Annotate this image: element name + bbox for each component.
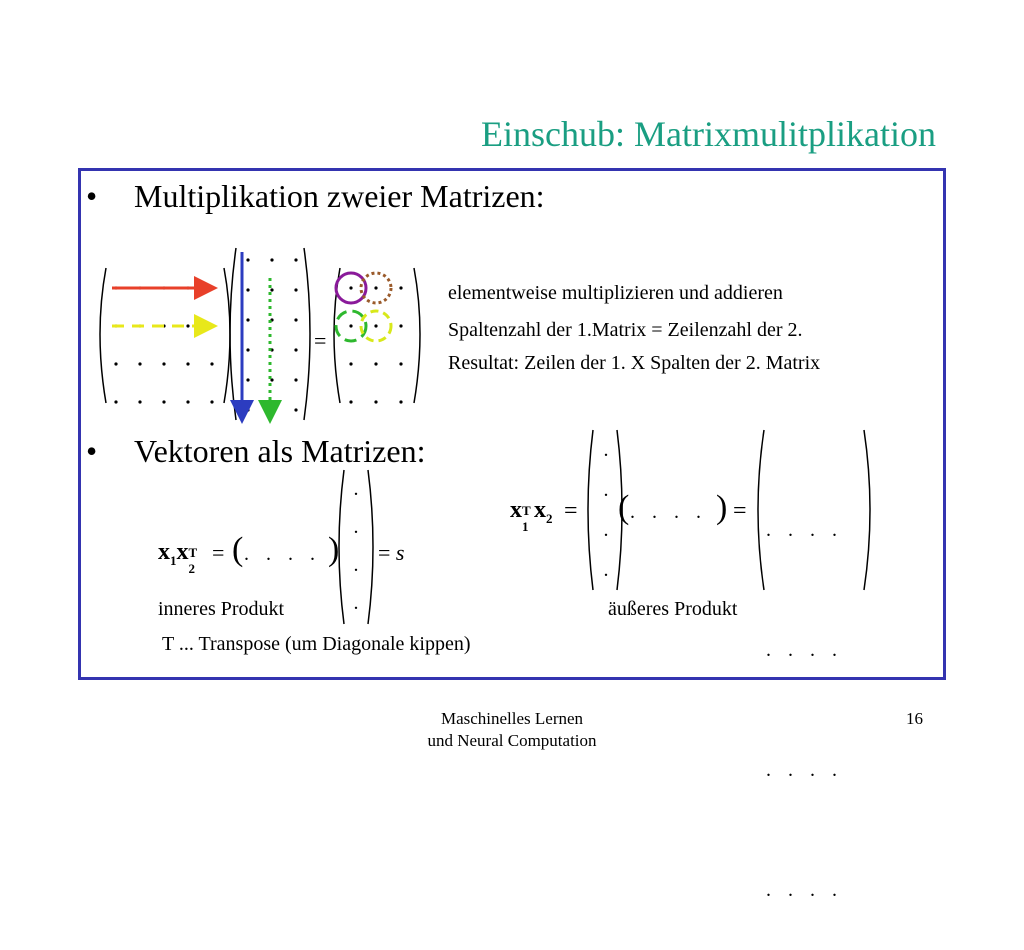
matrix-dot <box>246 408 250 412</box>
matrix-dot <box>246 378 250 382</box>
inner-row-close-paren: ) <box>328 531 340 568</box>
equals-sign: = <box>314 328 326 353</box>
matrix-dot <box>294 258 298 262</box>
outer-product-label: äußeres Produkt <box>608 598 738 620</box>
transpose-note: T ... Transpose (um Diagonale kippen) <box>162 633 471 655</box>
matrix-dot <box>186 400 190 404</box>
result-circle-brown <box>359 271 393 305</box>
matrix-dot <box>349 324 353 328</box>
note-elementwise: elementweise multiplizieren und addieren <box>448 282 783 304</box>
outer-row-open-paren: ( <box>618 489 630 526</box>
matrix-result <box>333 267 421 404</box>
slide-title: Einschub: Matrixmulitplikation <box>481 114 936 154</box>
matrix-multiplication-diagram: = <box>99 247 421 424</box>
bullet-symbol: • <box>86 178 98 214</box>
matrix-b <box>229 247 311 421</box>
inner-row-open-paren: ( <box>232 531 244 568</box>
page-number: 16 <box>906 709 923 728</box>
outer-result-matrix <box>757 429 871 591</box>
result-circle-green <box>334 309 368 343</box>
inner-equals: = <box>212 540 225 565</box>
matrix-dot <box>270 288 274 292</box>
outer-column-dots: . . . . <box>603 439 609 581</box>
matrix-dot <box>270 378 274 382</box>
matrix-dot <box>374 324 378 328</box>
matrix-dot <box>210 400 214 404</box>
bullet-matrix-multiplication: • Multiplikation zweier Matrizen: <box>86 177 686 217</box>
matrix-dot <box>138 362 142 366</box>
matrix-dot <box>210 362 214 366</box>
outer-result-rows: . . . . . . . . . . . . . . . . <box>766 519 843 901</box>
matrix-dot <box>294 408 298 412</box>
result-circle-purple <box>334 271 368 305</box>
footer-course: Maschinelles Lernen und Neural Computati… <box>427 709 597 750</box>
inner-column-vector <box>338 469 374 625</box>
bullet-symbol: • <box>86 433 98 469</box>
matrix-dot <box>349 362 353 366</box>
matrix-dot <box>399 324 403 328</box>
inner-result: = s <box>378 540 405 565</box>
matrix-dot <box>294 318 298 322</box>
matrix-dot <box>114 362 118 366</box>
bullet-vectors-as-matrices: • Vektoren als Matrizen: <box>86 432 486 472</box>
matrix-dot <box>246 288 250 292</box>
outer-row-vector: . . . . <box>630 501 707 523</box>
matrix-dot <box>374 362 378 366</box>
matrix-dot <box>162 400 166 404</box>
matrix-dot <box>246 258 250 262</box>
outer-result-equals: = <box>733 498 747 524</box>
matrix-dot <box>399 400 403 404</box>
matrix-dot <box>349 400 353 404</box>
matrix-dot <box>270 258 274 262</box>
inner-product-label: inneres Produkt <box>158 598 285 620</box>
inner-column-dots: . . . . <box>353 478 359 614</box>
outer-equals: = <box>564 498 578 524</box>
matrix-dot <box>114 400 118 404</box>
matrix-dot <box>246 348 250 352</box>
note-result-size: Resultat: Zeilen der 1. X Spalten der 2.… <box>448 352 821 374</box>
bullet-text: Vektoren als Matrizen: <box>134 433 426 469</box>
matrix-dot <box>294 348 298 352</box>
matrix-dot <box>138 400 142 404</box>
matrix-dot <box>399 362 403 366</box>
inner-row-vector: . . . . <box>244 543 321 565</box>
matrix-dot <box>374 286 378 290</box>
matrix-dot <box>246 318 250 322</box>
result-circle-yellow <box>359 309 393 343</box>
note-dimension-rule: Spaltenzahl der 1.Matrix = Zeilenzahl de… <box>448 319 803 341</box>
outer-column-vector <box>587 429 623 591</box>
content-frame <box>78 168 946 680</box>
matrix-dot <box>186 324 190 328</box>
matrix-dot <box>294 288 298 292</box>
bullet-text: Multiplikation zweier Matrizen: <box>134 178 545 214</box>
matrix-dot <box>399 286 403 290</box>
matrix-dot <box>374 400 378 404</box>
outer-row-close-paren: ) <box>716 489 728 526</box>
matrix-dot <box>162 362 166 366</box>
matrix-dot <box>349 286 353 290</box>
matrix-dot <box>186 362 190 366</box>
matrix-dot <box>294 378 298 382</box>
